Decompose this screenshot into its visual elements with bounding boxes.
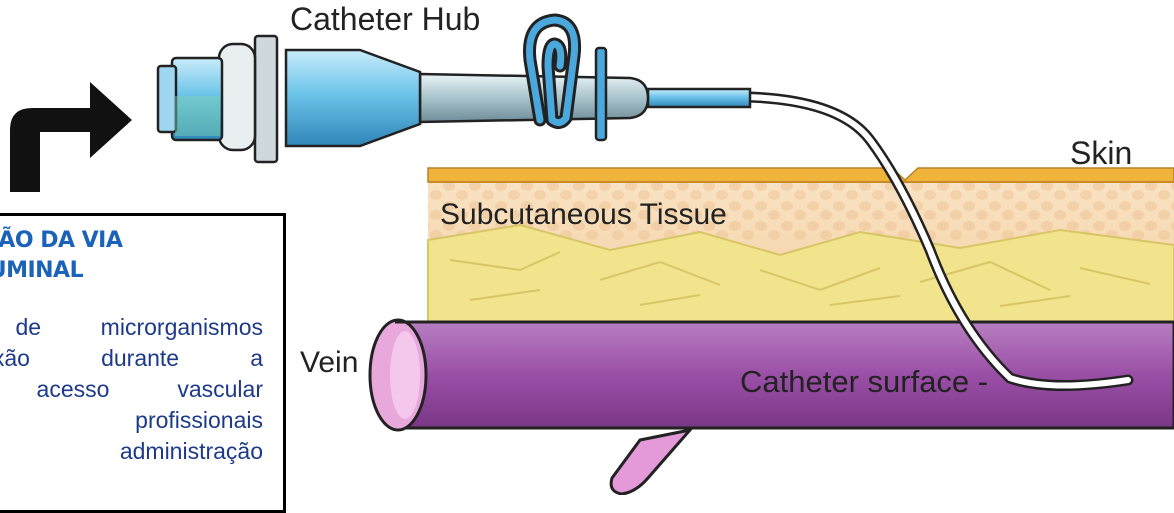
body-line: dos profissionais: [0, 405, 263, 436]
arrow-icon: [10, 82, 132, 192]
skin-layer: [428, 168, 1174, 182]
hub-flange: [255, 36, 277, 162]
label-skin: Skin: [1070, 135, 1132, 171]
body-line: do acesso vascular: [0, 374, 263, 405]
info-textbox: IZAÇÃO DA VIA RALUMINAL o de microrganis…: [0, 213, 286, 513]
textbox-title: IZAÇÃO DA VIA RALUMINAL: [0, 226, 283, 286]
body-line: ngue administração: [0, 436, 263, 467]
title-line: RALUMINAL: [0, 256, 283, 286]
label-subcutaneous-tissue: Subcutaneous Tissue: [440, 198, 727, 231]
label-catheter-surface: Catheter surface -: [740, 364, 988, 399]
catheter-hub: [158, 20, 750, 162]
body-line: o de microrganismos: [0, 312, 263, 343]
title-line: IZAÇÃO DA VIA: [0, 226, 283, 256]
label-catheter-hub: Catheter Hub: [290, 1, 480, 37]
vein: [370, 320, 1174, 494]
tissue-block: [428, 168, 1174, 322]
label-vein: Vein: [300, 346, 358, 379]
body-line: conexão durante a: [0, 343, 263, 374]
textbox-body: o de microrganismos conexão durante a do…: [0, 312, 263, 467]
